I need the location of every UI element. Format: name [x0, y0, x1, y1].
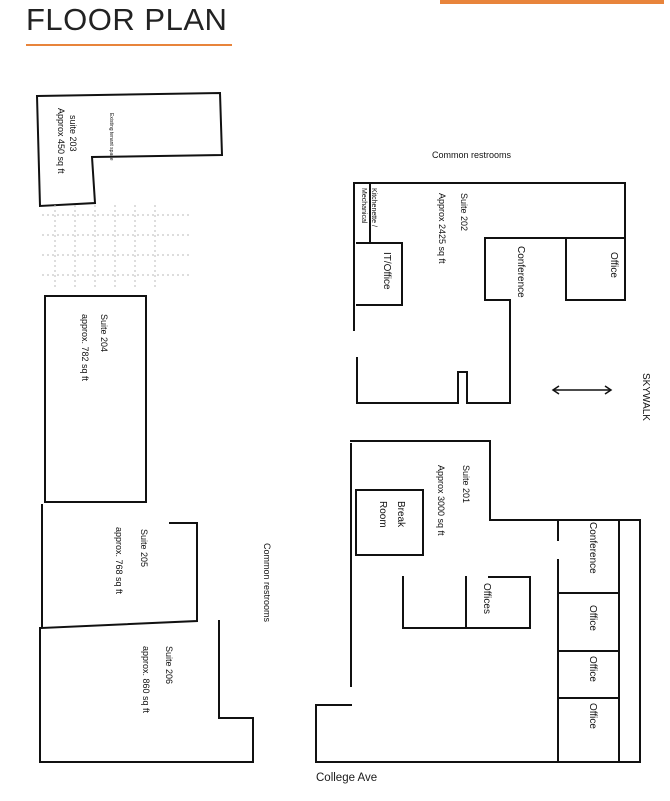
- common-restrooms-top: Common restrooms: [432, 150, 512, 160]
- suite-201-name: Suite 201: [461, 465, 471, 503]
- suite-203-name: suite 203: [68, 115, 78, 152]
- office-201-c-label: Office: [587, 703, 598, 729]
- break-room-label-2: Room: [377, 501, 388, 528]
- conference-202-label: Conference: [515, 246, 526, 298]
- suite-202-area: Approx 2425 sq ft: [437, 193, 447, 264]
- office-201-a-label: Office: [587, 605, 598, 631]
- suite-202-outline: [353, 182, 626, 404]
- office-202-label: Office: [608, 252, 619, 278]
- common-restrooms-side: Common restrooms: [262, 543, 272, 623]
- floor-plan-drawing: suite 203 Approx 450 sq ft Existing tena…: [35, 91, 651, 763]
- break-room-label-1: Break: [395, 501, 406, 528]
- skywalk-label: SKYWALK: [640, 373, 651, 421]
- suite-205-outline: [41, 504, 198, 630]
- it-office-label: IT/Office: [381, 252, 392, 290]
- suite-204-area: approx. 782 sq ft: [80, 314, 90, 382]
- office-201-b-label: Office: [587, 656, 598, 682]
- mechanical-label: Mechanical: [360, 188, 367, 224]
- offices-201-label: Offices: [481, 583, 492, 614]
- suite-202-name: Suite 202: [459, 193, 469, 231]
- suite-205-name: Suite 205: [139, 529, 149, 567]
- suite-206-area: approx. 860 sq ft: [141, 646, 151, 714]
- suite-201-area: Approx 3000 sq ft: [436, 465, 446, 536]
- top-accent-bar: [440, 0, 664, 4]
- college-ave-label: College Ave: [316, 772, 378, 784]
- kitchenette-label: Kitchenette /: [370, 188, 377, 227]
- suite-203-outline: [35, 91, 224, 208]
- suite-205-area: approx. 768 sq ft: [114, 527, 124, 595]
- suite-204-outline: [44, 295, 147, 503]
- suite-201-walls: [355, 489, 620, 763]
- skywalk-arrow: [551, 385, 613, 395]
- page-title: FLOOR PLAN: [26, 2, 228, 37]
- suite-203-area: Approx 450 sq ft: [56, 108, 66, 174]
- suite-206-name: Suite 206: [164, 646, 174, 684]
- hallway-grid: [42, 205, 190, 290]
- suite-201-outline: [315, 440, 641, 763]
- suite-206-outline: [39, 620, 254, 763]
- suite-202-walls: [356, 184, 567, 306]
- suite-204-name: Suite 204: [99, 314, 109, 352]
- conference-201-label: Conference: [587, 522, 598, 574]
- existing-tenant-label: Existing tenant space: [108, 113, 114, 161]
- title-underline: [26, 44, 232, 46]
